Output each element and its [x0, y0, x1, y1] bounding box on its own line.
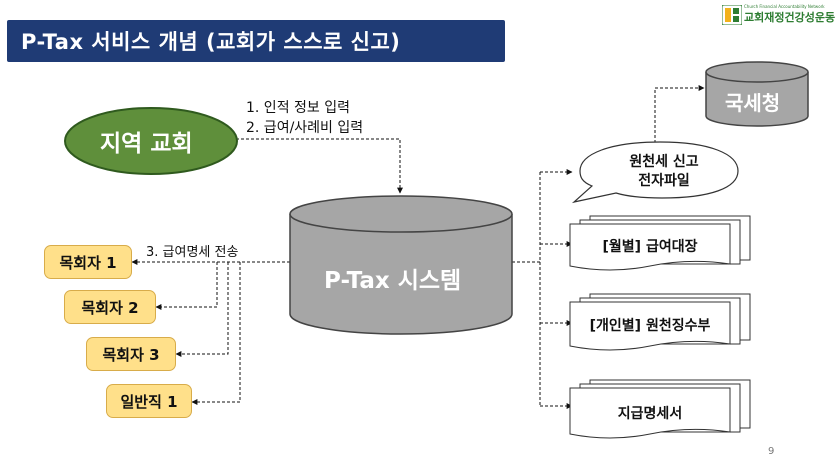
- withholding-file-label-2: 전자파일: [638, 173, 690, 189]
- page-number: 9: [768, 446, 775, 457]
- doc-stack-payroll-ledger: [569, 215, 751, 271]
- nts-cylinder: [705, 61, 809, 127]
- doc-label-withholding-register: [개인별] 원천징수부: [589, 318, 711, 334]
- logo-subtitle: Church Financial Accountability Network: [744, 4, 825, 9]
- doc-stack-withholding-register: [569, 293, 751, 351]
- doc-label-payroll-ledger: [월별] 급여대장: [602, 239, 698, 255]
- withholding-file-callout: [571, 141, 739, 204]
- nts-label: 국세청: [725, 91, 781, 115]
- doc-stack-payment-statement: [569, 379, 751, 439]
- step-2-label: 2. 급여/사례비 입력: [246, 120, 364, 136]
- step-1-label: 1. 인적 정보 입력: [246, 100, 350, 116]
- page-title: P-Tax 서비스 개념 (교회가 스스로 신고): [7, 20, 505, 62]
- ptax-system-label: P-Tax 시스템: [324, 268, 462, 294]
- recipient-pastor-1: 목회자 1: [44, 245, 132, 279]
- send-note-label: 3. 급여명세 전송: [146, 245, 239, 260]
- local-church-label: 지역 교회: [100, 131, 193, 157]
- local-church-node: [64, 107, 238, 175]
- ptax-system-cylinder: [289, 195, 513, 335]
- recipient-pastor-2: 목회자 2: [64, 290, 156, 324]
- logo-title: 교회재정건강성운동: [744, 11, 835, 24]
- doc-label-payment-statement: 지급명세서: [617, 406, 683, 422]
- recipient-staff-1: 일반직 1: [106, 384, 192, 418]
- logo-icon: [722, 5, 742, 25]
- recipient-pastor-3: 목회자 3: [86, 337, 176, 371]
- withholding-file-label-1: 원천세 신고: [629, 154, 699, 170]
